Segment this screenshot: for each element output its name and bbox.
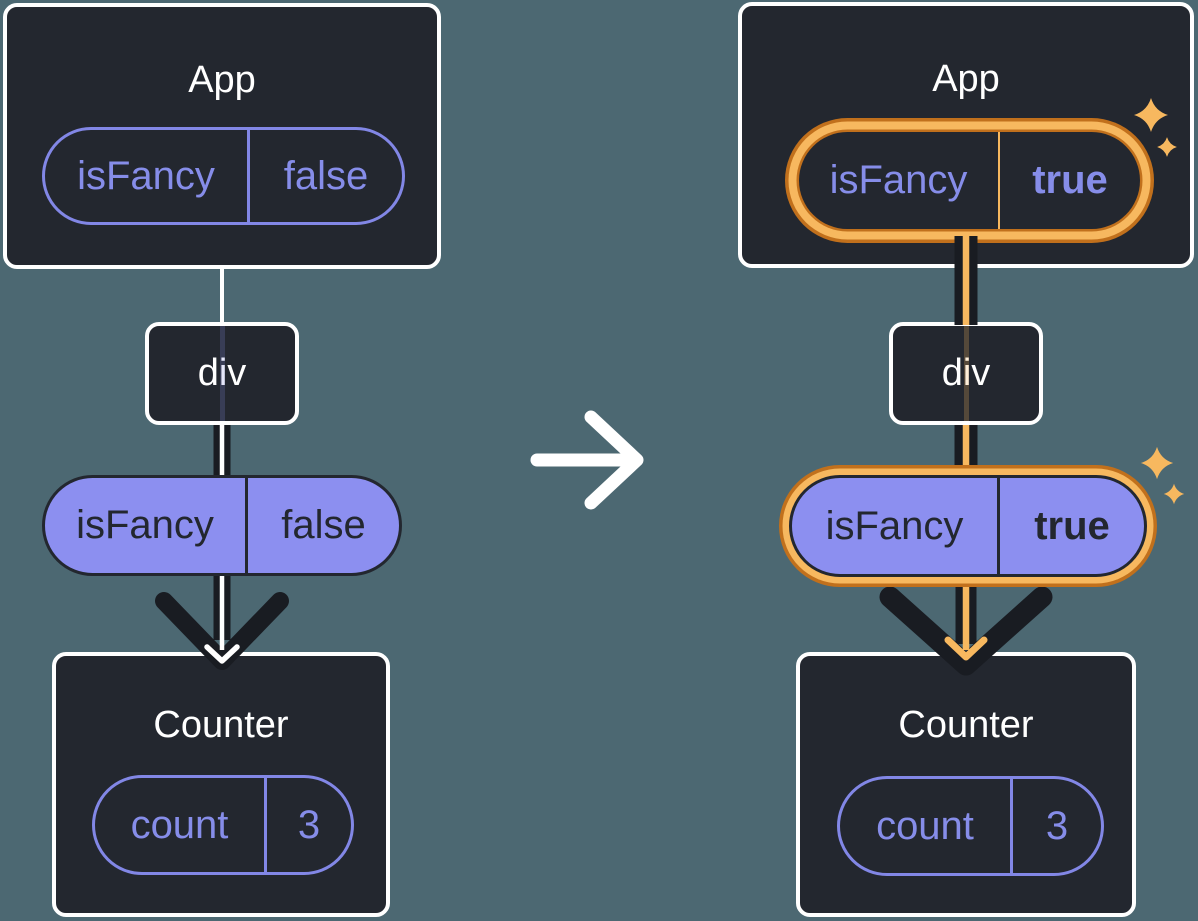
left-div-line-hint [219, 326, 225, 421]
left-app-prop-pill: isFancy false [42, 127, 405, 225]
left-app-prop-value: false [283, 153, 369, 198]
left-passed-prop-name: isFancy [45, 478, 248, 573]
left-passed-prop-pill: isFancy false [42, 475, 402, 576]
sparkle-icon [1157, 137, 1177, 157]
right-app-title: App [932, 58, 1000, 100]
right-counter-state-pill: count 3 [837, 776, 1104, 876]
left-counter-box: Counter count 3 [52, 652, 390, 917]
left-div-label: div [197, 351, 247, 394]
sparkle-icon [1134, 98, 1168, 132]
left-app-title: App [188, 59, 256, 101]
left-counter-state-value: 3 [297, 802, 321, 847]
sparkle-icon [1163, 483, 1185, 505]
left-counter-title: Counter [153, 704, 289, 746]
right-div-label: div [941, 351, 991, 394]
left-app-prop-name: isFancy [45, 130, 250, 222]
left-passed-prop-value: false [281, 503, 366, 547]
left-arrowhead-core [204, 644, 240, 664]
right-passed-prop-name: isFancy [792, 478, 1000, 574]
transition-arrow-icon [530, 410, 644, 510]
right-arrowhead-dark [879, 586, 1053, 676]
right-counter-state-value: 3 [1045, 803, 1069, 848]
right-div-line-hint [963, 326, 969, 421]
sparkle-icon [1140, 446, 1174, 480]
right-counter-box: Counter count 3 [796, 652, 1136, 917]
left-counter-state-name: count [95, 778, 267, 872]
left-counter-state-pill: count 3 [92, 775, 354, 875]
left-div-box: div [145, 322, 299, 425]
right-counter-state-name: count [840, 779, 1013, 873]
left-app-box: App isFancy false [3, 3, 441, 269]
right-passed-prop-value: true [1034, 503, 1110, 548]
right-app-prop-name: isFancy [799, 132, 1000, 229]
right-arrowhead-core [944, 636, 988, 661]
right-app-prop-value: true [1032, 158, 1108, 202]
right-counter-title: Counter [898, 704, 1034, 746]
right-app-box: App isFancy true [738, 2, 1194, 268]
right-app-prop-pill: isFancy true [799, 132, 1140, 229]
right-passed-prop-pill: isFancy true [789, 475, 1147, 577]
